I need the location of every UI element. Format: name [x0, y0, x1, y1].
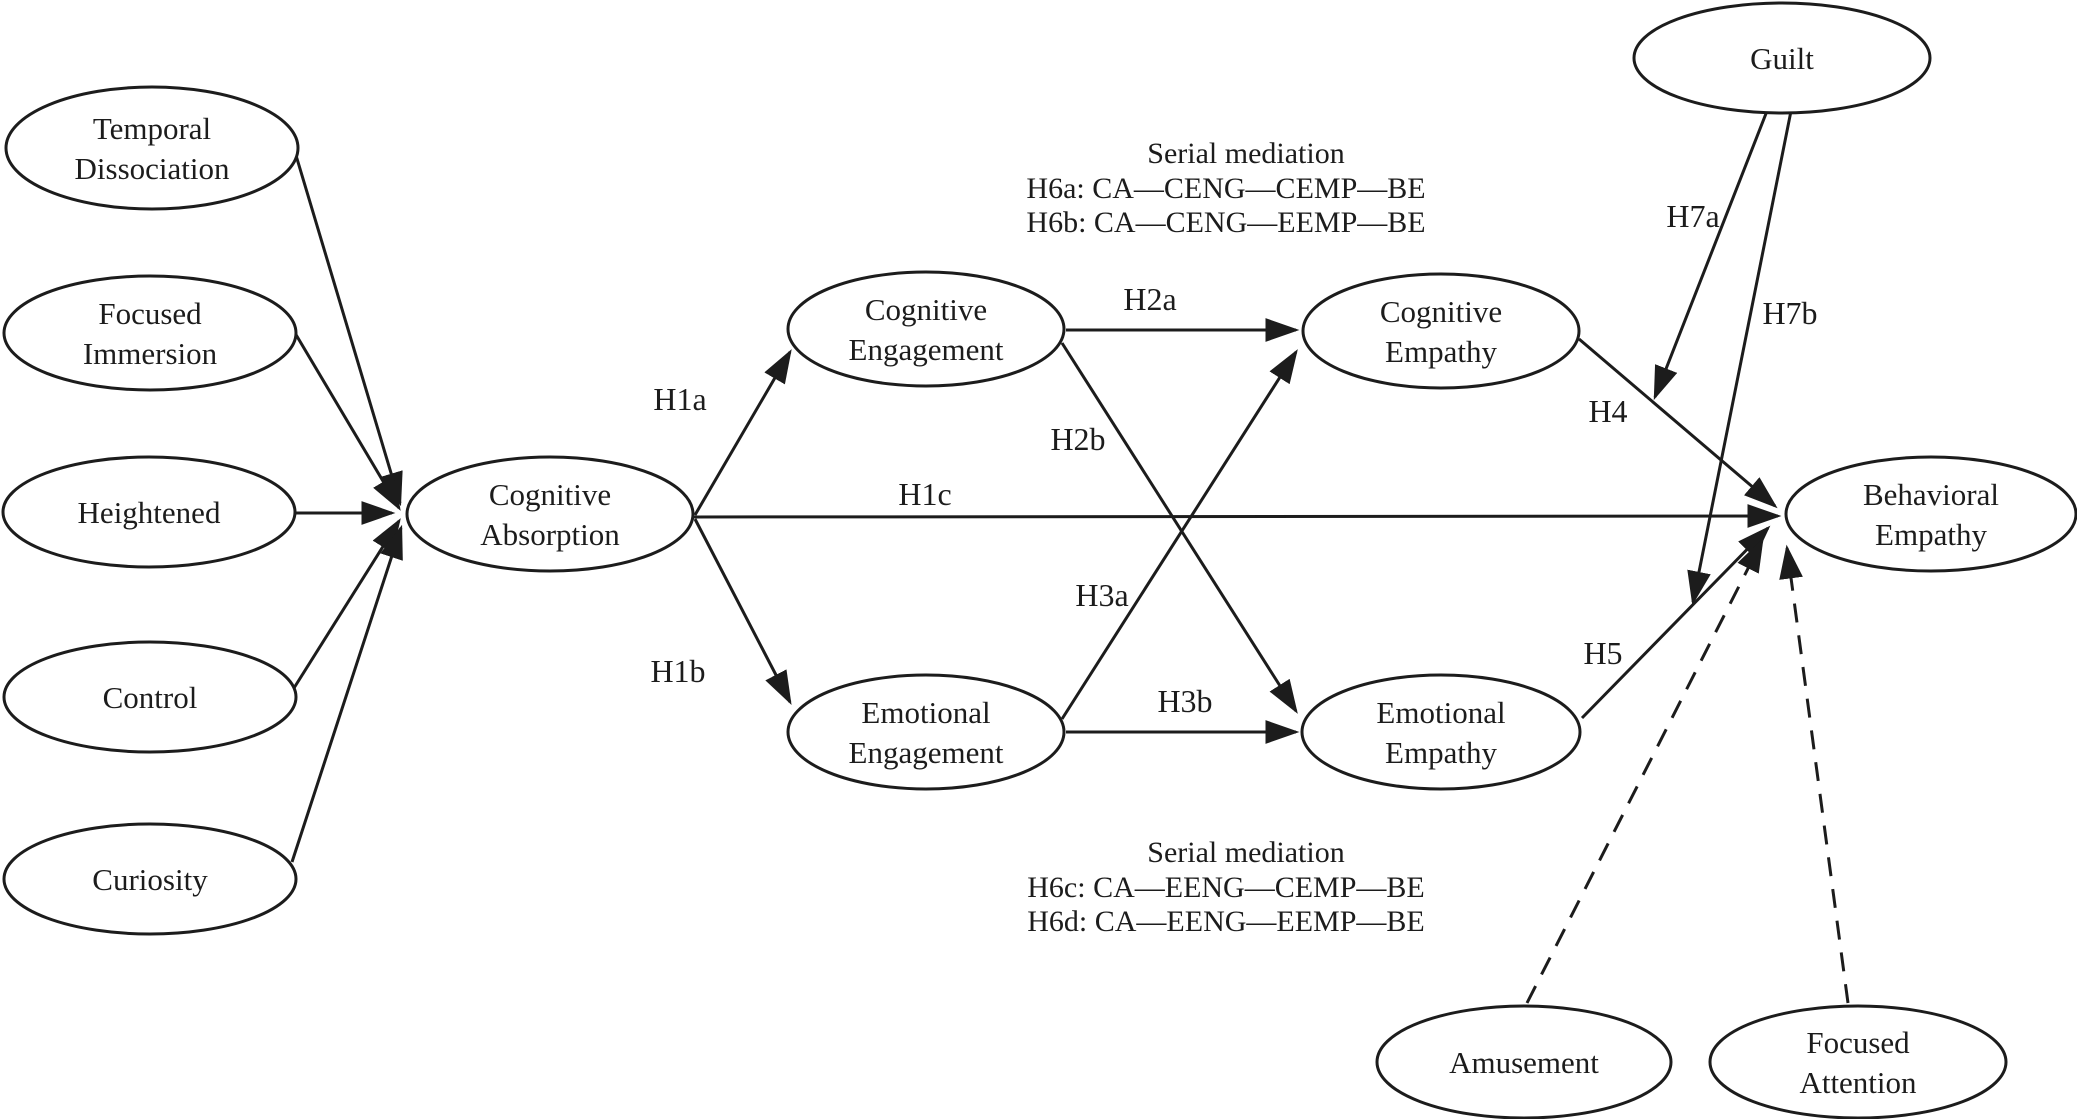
serial-mediation-bottom-row-h6c: H6c: CA—EENG—CEMP—BE — [1027, 871, 1425, 904]
heightened-ellipse — [1, 455, 297, 569]
edge-amusement-to-behavioral-empathy-dashed — [1525, 537, 1764, 1004]
behavioral-empathy-label-line2: Empathy — [1875, 517, 1987, 552]
focused-immersion-ellipse — [2, 274, 298, 392]
cognitive-absorption-ellipse — [405, 455, 695, 573]
focused-attention-label-line1: Focused — [1806, 1025, 1910, 1060]
serial-mediation-top-row-h6a: H6a: CA—CENG—CEMP—BE — [1026, 172, 1425, 205]
cognitive-engagement-label-line1: Cognitive — [865, 292, 987, 327]
cognitive-empathy-label-line2: Empathy — [1385, 334, 1497, 369]
temporal-dissociation-label-line1: Temporal — [93, 111, 211, 146]
emotional-empathy-ellipse — [1300, 673, 1582, 791]
cognitive-engagement-ellipse — [786, 270, 1066, 388]
serial-mediation-top-title: Serial mediation — [1147, 137, 1344, 170]
node-amusement: Amusement — [1375, 1004, 1673, 1119]
node-cognitive-empathy: Cognitive Empathy — [1301, 272, 1581, 390]
control-ellipse — [2, 640, 298, 754]
edge-h1b-ca-to-emotional-engagement — [693, 518, 792, 706]
emotional-engagement-ellipse — [786, 673, 1066, 791]
label-h1c: H1c — [898, 476, 951, 512]
temporal-dissociation-ellipse — [4, 85, 300, 211]
focused-attention-label-line2: Attention — [1799, 1065, 1917, 1100]
node-emotional-empathy: Emotional Empathy — [1300, 673, 1582, 791]
node-temporal-dissociation: Temporal Dissociation — [4, 85, 300, 211]
node-guilt: Guilt — [1632, 1, 1932, 115]
edge-h7a-guilt-to-h4-path — [1653, 110, 1769, 401]
control-label: Control — [103, 680, 198, 715]
cognitive-empathy-label-line1: Cognitive — [1380, 294, 1502, 329]
node-cognitive-engagement: Cognitive Engagement — [786, 270, 1066, 388]
cognitive-absorption-label-line1: Cognitive — [489, 477, 611, 512]
edge-control-to-cognitive-absorption — [292, 518, 401, 689]
guilt-label: Guilt — [1750, 41, 1814, 76]
edge-temporal-dissociation-to-cognitive-absorption — [293, 151, 403, 507]
amusement-ellipse — [1375, 1004, 1673, 1119]
node-cognitive-absorption: Cognitive Absorption — [405, 455, 695, 573]
serial-mediation-bottom-block: Serial mediation H6c: CA—EENG—CEMP—BE H6… — [1027, 836, 1425, 938]
behavioral-empathy-label-line1: Behavioral — [1863, 477, 1999, 512]
focused-immersion-label-line2: Immersion — [83, 336, 218, 371]
label-h7b: H7b — [1762, 295, 1817, 331]
edges — [290, 110, 1850, 1004]
cognitive-engagement-label-line2: Engagement — [849, 332, 1004, 367]
edge-h3a-eeng-to-cognitive-empathy — [1060, 349, 1298, 720]
label-h1a: H1a — [653, 381, 706, 417]
edge-h1c-ca-to-behavioral-empathy — [693, 504, 1782, 528]
edge-focused-attention-to-behavioral-empathy-dashed — [1779, 544, 1850, 1004]
node-heightened: Heightened — [1, 455, 297, 569]
path-labels: H1a H1b H1c H2a H2b H3a H3b H4 H5 H7a H7… — [650, 198, 1817, 719]
emotional-engagement-label-line1: Emotional — [861, 695, 990, 730]
edge-h4-cemp-to-behavioral-empathy — [1578, 337, 1778, 509]
label-h2b: H2b — [1050, 421, 1105, 457]
label-h3b: H3b — [1157, 683, 1212, 719]
amusement-label: Amusement — [1449, 1045, 1599, 1080]
guilt-ellipse — [1632, 1, 1932, 115]
emotional-empathy-label-line1: Emotional — [1376, 695, 1505, 730]
cognitive-absorption-label-line2: Absorption — [480, 517, 620, 552]
node-focused-attention: Focused Attention — [1708, 1004, 2008, 1119]
label-h1b: H1b — [650, 653, 705, 689]
label-h4: H4 — [1588, 393, 1627, 429]
node-emotional-engagement: Emotional Engagement — [786, 673, 1066, 791]
curiosity-ellipse — [2, 822, 298, 936]
behavioral-empathy-ellipse — [1784, 455, 2077, 573]
curiosity-label: Curiosity — [92, 862, 208, 897]
temporal-dissociation-label-line2: Dissociation — [75, 151, 230, 186]
focused-immersion-label-line1: Focused — [98, 296, 202, 331]
cognitive-empathy-ellipse — [1301, 272, 1581, 390]
node-focused-immersion: Focused Immersion — [2, 274, 298, 392]
label-h2a: H2a — [1123, 281, 1176, 317]
edge-curiosity-to-cognitive-absorption — [290, 524, 403, 863]
label-h5: H5 — [1583, 635, 1622, 671]
serial-mediation-top-block: Serial mediation H6a: CA—CENG—CEMP—BE H6… — [1026, 137, 1425, 239]
edge-h1a-ca-to-cognitive-engagement — [693, 349, 792, 516]
node-control: Control — [2, 640, 298, 754]
emotional-engagement-label-line2: Engagement — [849, 735, 1004, 770]
label-h3a: H3a — [1075, 577, 1128, 613]
node-curiosity: Curiosity — [2, 822, 298, 936]
emotional-empathy-label-line2: Empathy — [1385, 735, 1497, 770]
heightened-label: Heightened — [78, 495, 221, 530]
edge-h7b-guilt-to-h5-path — [1687, 110, 1793, 606]
focused-attention-ellipse — [1708, 1004, 2008, 1119]
edge-h2b-ceng-to-emotional-empathy — [1060, 342, 1298, 714]
serial-mediation-top-row-h6b: H6b: CA—CENG—EEMP—BE — [1026, 206, 1425, 239]
serial-mediation-bottom-row-h6d: H6d: CA—EENG—EEMP—BE — [1027, 905, 1425, 938]
edge-h5-eemp-to-behavioral-empathy — [1580, 525, 1771, 720]
edge-focused-immersion-to-cognitive-absorption — [293, 332, 401, 511]
serial-mediation-bottom-title: Serial mediation — [1147, 836, 1344, 869]
node-behavioral-empathy: Behavioral Empathy — [1784, 455, 2077, 573]
label-h7a: H7a — [1666, 198, 1719, 234]
